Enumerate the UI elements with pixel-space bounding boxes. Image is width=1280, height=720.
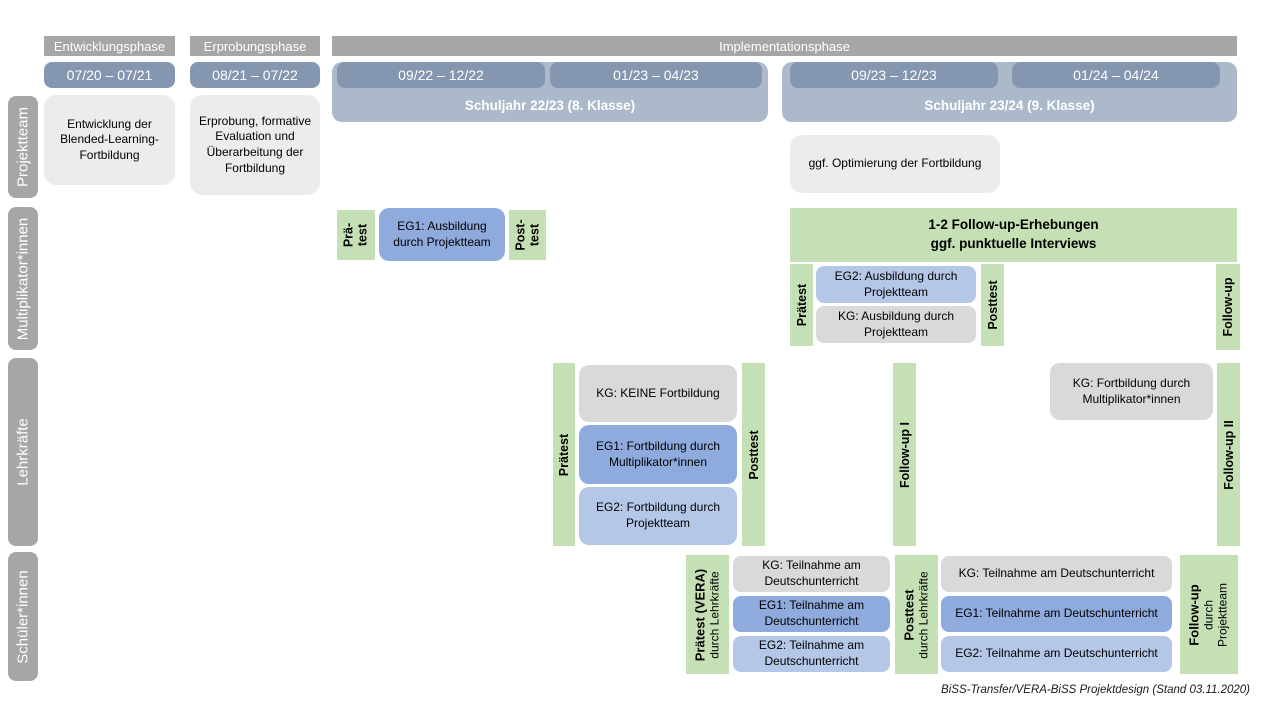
followup-sub2: Projektteam xyxy=(1215,582,1230,647)
praetest-line1: Prä- xyxy=(341,222,356,248)
row-label-lehrkraefte: Lehrkräfte xyxy=(8,358,38,546)
lehrkraefte-posttest: Posttest xyxy=(742,363,765,546)
box-kg-keine-fortbildung: KG: KEINE Fortbildung xyxy=(579,365,737,422)
praetest-line2: test xyxy=(356,223,370,247)
lehrkraefte-praetest: Prätest xyxy=(553,363,575,546)
schueler-posttest: Posttest durch Lehrkräfte xyxy=(895,555,938,674)
diagram-caption: BiSS-Transfer/VERA-BiSS Projektdesign (S… xyxy=(941,684,1250,696)
praetest-vera-main: Prätest (VERA) xyxy=(692,568,708,661)
box-erprobung-evaluation: Erprobung, formative Evaluation und Über… xyxy=(190,95,320,195)
date-range-0922-1222: 09/22 – 12/22 xyxy=(337,62,545,88)
praetest-vera-sub: durch Lehrkräfte xyxy=(707,570,722,659)
followup-sub1: durch xyxy=(1201,599,1216,630)
followup-erhebungen-line1: 1-2 Follow-up-Erhebungen xyxy=(928,217,1099,233)
row-label-schueler-text: Schüler*innen xyxy=(14,569,32,664)
multiplikatoren-praetest-1: Prä- test xyxy=(337,210,375,260)
box-optimierung-fortbildung: ggf. Optimierung der Fortbildung xyxy=(790,135,1000,193)
box-eg2-fortbildung-projektteam: EG2: Fortbildung durch Projektteam xyxy=(579,487,737,545)
schueler-followup-projektteam: Follow-up durch Projektteam xyxy=(1180,555,1238,674)
posttest-sub: durch Lehrkräfte xyxy=(916,570,931,659)
box-kg-teilnahme-2: KG: Teilnahme am Deutschunterricht xyxy=(941,556,1172,592)
row-label-multiplikatoren: Multiplikator*innen xyxy=(8,207,38,350)
row-label-lehrkraefte-text: Lehrkräfte xyxy=(14,418,32,486)
posttest-line2: test xyxy=(527,223,542,247)
box-kg-teilnahme-1: KG: Teilnahme am Deutschunterricht xyxy=(733,556,890,592)
box-kg-ausbildung-projektteam: KG: Ausbildung durch Projektteam xyxy=(816,306,976,343)
posttest-main: Posttest xyxy=(901,588,917,641)
followup-main: Follow-up xyxy=(1186,583,1202,646)
phase-header-implementationsphase: Implementationsphase xyxy=(332,36,1237,56)
date-range-0123-0423: 01/23 – 04/23 xyxy=(550,62,762,88)
box-eg1-fortbildung-multiplikatoren: EG1: Fortbildung durch Multiplikator*inn… xyxy=(579,425,737,484)
box-entwicklung-fortbildung: Entwicklung der Blended-Learning-Fortbil… xyxy=(44,95,175,185)
row-label-projektteam-text: Projektteam xyxy=(14,106,32,188)
box-eg2-teilnahme-2: EG2: Teilnahme am Deutschunterricht xyxy=(941,636,1172,672)
row-label-projektteam: Projektteam xyxy=(8,96,38,198)
multiplikatoren-praetest-2: Prätest xyxy=(790,264,813,346)
date-range-0720-0721: 07/20 – 07/21 xyxy=(44,62,175,88)
phase-header-entwicklungsphase: Entwicklungsphase xyxy=(44,36,175,56)
lehrkraefte-followup-2: Follow-up II xyxy=(1217,363,1240,546)
date-range-0923-1223: 09/23 – 12/23 xyxy=(790,62,998,88)
schueler-praetest-vera: Prätest (VERA) durch Lehrkräfte xyxy=(686,555,729,674)
phase-header-erprobungsphase: Erprobungsphase xyxy=(190,36,320,56)
box-eg1-teilnahme-1: EG1: Teilnahme am Deutschunterricht xyxy=(733,596,890,632)
date-range-0821-0722: 08/21 – 07/22 xyxy=(190,62,320,88)
box-eg2-ausbildung-projektteam: EG2: Ausbildung durch Projektteam xyxy=(816,266,976,303)
posttest-line1: Post- xyxy=(513,219,528,251)
box-eg1-ausbildung-projektteam: EG1: Ausbildung durch Projektteam xyxy=(379,208,505,261)
date-range-0124-0424: 01/24 – 04/24 xyxy=(1012,62,1220,88)
multiplikatoren-posttest-1: Post- test xyxy=(509,210,546,260)
box-kg-fortbildung-multiplikatoren: KG: Fortbildung durch Multiplikator*inne… xyxy=(1050,363,1213,420)
box-followup-erhebungen: 1-2 Follow-up-Erhebungen ggf. punktuelle… xyxy=(790,208,1237,262)
multiplikatoren-followup: Follow-up xyxy=(1216,264,1240,350)
followup-erhebungen-line2: ggf. punktuelle Interviews xyxy=(930,236,1097,251)
row-label-multiplikatoren-text: Multiplikator*innen xyxy=(14,217,32,340)
lehrkraefte-followup-1: Follow-up I xyxy=(893,363,916,546)
box-eg1-teilnahme-2: EG1: Teilnahme am Deutschunterricht xyxy=(941,596,1172,632)
multiplikatoren-posttest-2: Posttest xyxy=(981,264,1004,346)
box-eg2-teilnahme-1: EG2: Teilnahme am Deutschunterricht xyxy=(733,636,890,672)
row-label-schueler: Schüler*innen xyxy=(8,552,38,681)
